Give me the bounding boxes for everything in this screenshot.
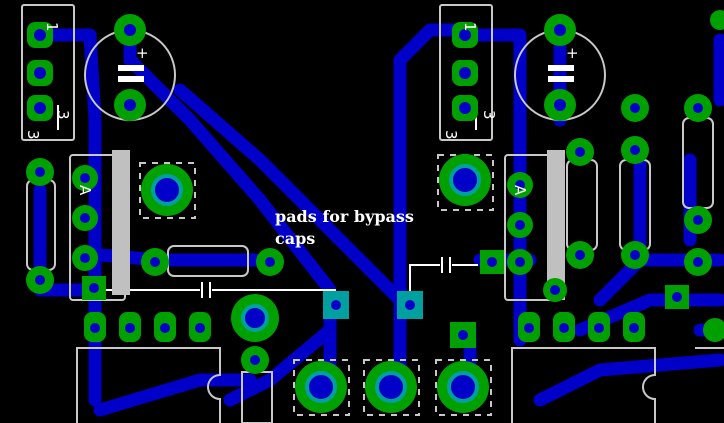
connector-bottom-1-outline [293,359,350,416]
regulator-left-outline [21,4,75,141]
reg-left-pin1-label: 1 [43,22,61,32]
connector-left-outline [139,162,196,219]
connectors [141,154,491,413]
annotation-line1: pads for bypass [275,207,414,226]
ic-bottom-left-outline [76,347,221,423]
ic-left-tab [112,150,130,295]
pads [26,10,724,374]
reg-left-pin3-label: 3 [24,130,42,140]
silk-texts: 1 3 3 1 3 3 + + A A [24,22,579,196]
ic-right-a-label: A [511,185,529,196]
cap-left-plus-label: + [136,44,149,62]
cap-right-plus-label: + [566,44,579,62]
reg-right-pin3-label: 3 [442,130,460,140]
ic-bottom-right-outline [511,347,656,423]
connector-bottom-2-outline [363,359,420,416]
regulator-right-outline [439,4,493,141]
ic-left-a-label: A [76,185,94,196]
bypass-line-right [409,264,440,300]
ic-right-tab [547,150,565,300]
reg-right-pin1-label: 1 [461,22,479,32]
reg-left-pin3b-label: 3 [54,110,72,120]
reg-right-pin3b-label: 3 [480,110,498,120]
annotation-line2: caps [275,229,315,248]
connector-bottom-3-outline [435,359,492,416]
